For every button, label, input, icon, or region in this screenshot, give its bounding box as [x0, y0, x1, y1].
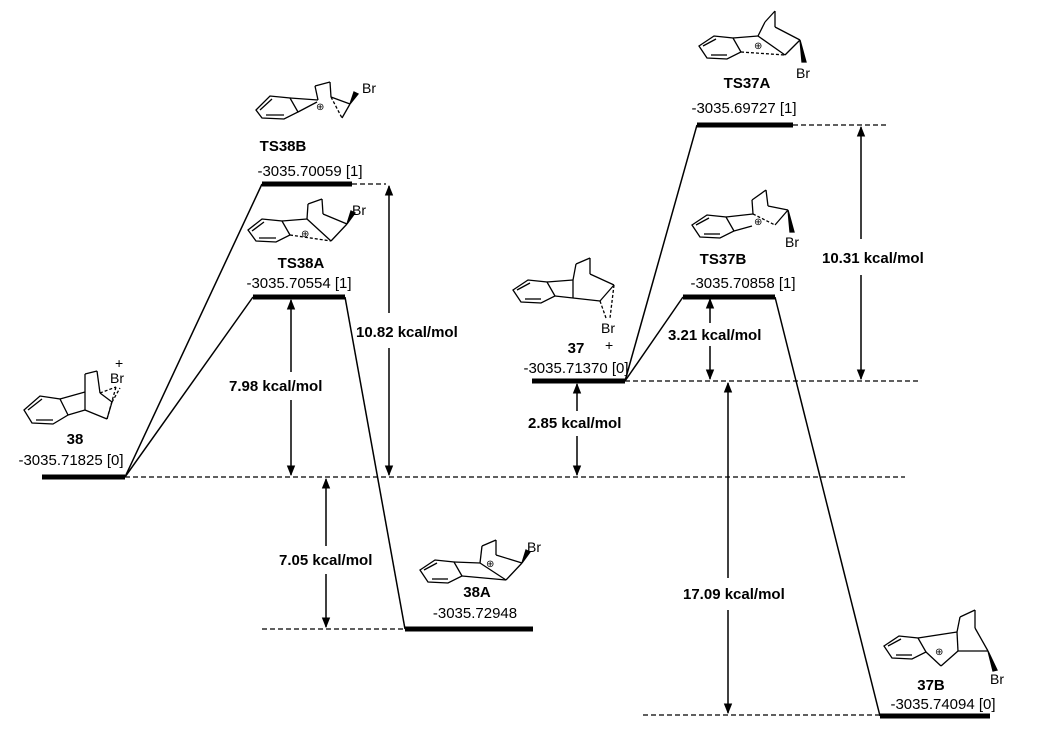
- connector-38-ts38a: [124, 296, 254, 478]
- structure-38: [23, 370, 121, 425]
- structure-38a: [419, 539, 531, 584]
- cation-mark-ts38b: ⊕: [316, 102, 324, 113]
- connector-37-ts37b: [624, 296, 684, 382]
- energy-38a: -3035.72948: [433, 605, 517, 622]
- br-label-38a: Br: [527, 539, 541, 555]
- cation-mark-ts38a: ⊕: [301, 229, 309, 240]
- gap-arrows: [286, 125, 866, 715]
- energy-37b: -3035.74094 [0]: [890, 696, 995, 713]
- energy-38: -3035.71825 [0]: [18, 452, 123, 469]
- energy-37: -3035.71370 [0]: [523, 360, 628, 377]
- br-label-ts37b: Br: [785, 234, 799, 250]
- reference-lines: [125, 124, 920, 716]
- connector-38-ts38b: [124, 183, 263, 478]
- energy-ts37a: -3035.69727 [1]: [691, 100, 796, 117]
- br-label-ts38a: Br: [352, 202, 366, 218]
- br-label-ts38b: Br: [362, 80, 376, 96]
- structure-ts38b: [255, 81, 360, 120]
- structure-37: [512, 257, 615, 319]
- br-label-37: Br: [601, 320, 615, 336]
- connector-ts38a-38a: [344, 296, 406, 630]
- gap-label-7-05: 7.05 kcal/mol: [279, 552, 372, 569]
- structure-ts38a: [247, 198, 356, 243]
- connector-ts37b-37b: [774, 296, 881, 717]
- gap-label-10-82: 10.82 kcal/mol: [356, 324, 458, 341]
- connectors: [124, 124, 881, 717]
- br-label-37b: Br: [990, 671, 1004, 687]
- energy-ts38a: -3035.70554 [1]: [246, 275, 351, 292]
- energy-ts37b: -3035.70858 [1]: [690, 275, 795, 292]
- species-name-ts38a: TS38A: [278, 255, 325, 272]
- energy-ts38b: -3035.70059 [1]: [257, 163, 362, 180]
- species-name-37: 37: [568, 340, 585, 357]
- structure-ts37b: [691, 189, 795, 239]
- species-name-ts37a: TS37A: [724, 75, 771, 92]
- cation-mark-38a: ⊕: [486, 559, 494, 570]
- gap-label-10-31: 10.31 kcal/mol: [822, 250, 924, 267]
- structure-ts37a: [698, 10, 807, 63]
- levels: [42, 122, 990, 719]
- plus-mark-38: +: [115, 355, 123, 371]
- species-name-ts37b: TS37B: [700, 251, 747, 268]
- cation-mark-ts37a: ⊕: [754, 41, 762, 52]
- species-name-38: 38: [67, 431, 84, 448]
- structure-37b: [883, 609, 998, 672]
- gap-label-3-21: 3.21 kcal/mol: [668, 327, 761, 344]
- gap-label-7-98: 7.98 kcal/mol: [229, 378, 322, 395]
- plus-mark-37: +: [605, 337, 613, 353]
- gap-label-2-85: 2.85 kcal/mol: [528, 415, 621, 432]
- cation-mark-ts37b: ⊕: [754, 217, 762, 228]
- cation-mark-37b: ⊕: [935, 647, 943, 658]
- species-name-ts38b: TS38B: [260, 138, 307, 155]
- br-label-38: Br: [110, 370, 124, 386]
- species-name-38a: 38A: [463, 584, 491, 601]
- connector-37-ts37a: [624, 124, 698, 382]
- br-label-ts37a: Br: [796, 65, 810, 81]
- species-name-37b: 37B: [917, 677, 945, 694]
- gap-label-17-09: 17.09 kcal/mol: [683, 586, 785, 603]
